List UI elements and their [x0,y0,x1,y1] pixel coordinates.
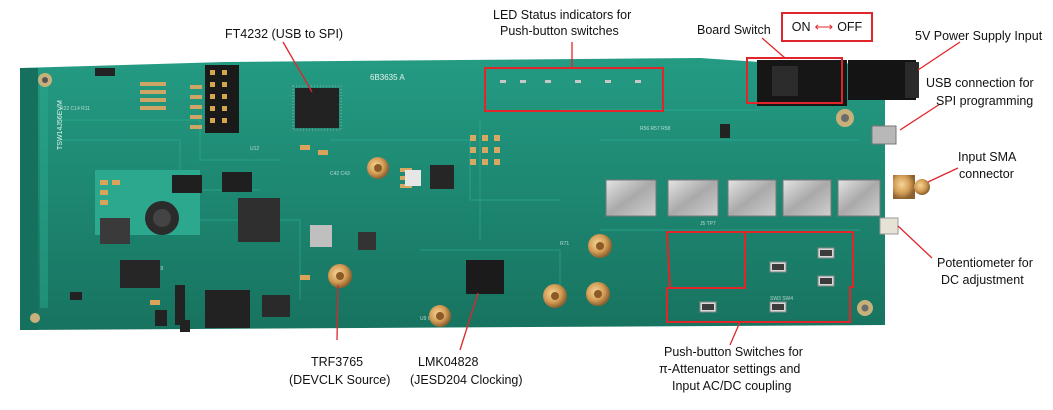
led-status-highlight [484,67,664,112]
lmk04828-label-line2: (JESD204 Clocking) [410,373,523,387]
bidirectional-arrow-icon: ⟷ [814,19,834,34]
trf3765-label-line2: (DEVCLK Source) [289,373,391,387]
switch-direction-box: ON ⟷ OFF [781,12,873,42]
power-input-label: 5V Power Supply Input [915,29,1043,43]
ft4232-chip [295,88,339,128]
board-switch-label: Board Switch [697,23,771,37]
svg-text:C42 C43: C42 C43 [330,171,350,177]
push-button-label-line1: Push-button Switches for [664,345,803,359]
trf3765-label-line1: TRF3765 [311,355,364,369]
svg-text:J5 TP7: J5 TP7 [700,221,716,227]
pot-label-line2: DC adjustment [941,273,1024,287]
push-button-label-line2: π-Attenuator settings and [659,362,801,376]
potentiometer [879,217,899,235]
lmk04828-chip [466,260,504,294]
push-button-label-line3: Input AC/DC coupling [672,379,792,393]
svg-text:TSW14J56EVM: TSW14J56EVM [57,100,64,150]
board-switch-body [757,60,847,106]
lmk04828-label-line1: LMK04828 [418,355,479,369]
power-jack [848,60,916,100]
svg-text:6B3635 A: 6B3635 A [370,73,405,82]
pot-label-line1: Potentiometer for [937,256,1033,270]
board-switch-highlight [746,57,843,104]
sma-label-line2: connector [959,167,1014,181]
sma-label-line1: Input SMA [958,150,1017,164]
svg-text:R56 R57 R58: R56 R57 R58 [640,126,671,132]
usb-label-line2: SPI programming [936,94,1034,108]
usb-connector [871,125,897,145]
svg-text:U12: U12 [250,146,259,152]
switch-off-label: OFF [837,20,863,34]
svg-text:SW3 SW4: SW3 SW4 [770,296,793,302]
svg-text:U9 C55: U9 C55 [420,316,437,322]
svg-text:R22 C14 R11: R22 C14 R11 [60,106,90,112]
switch-on-label: ON [791,20,811,34]
led-status-label-line2: Push-button switches [500,24,619,38]
svg-text:R71: R71 [560,241,569,247]
usb-label-line1: USB connection for [926,76,1034,90]
led-status-label-line1: LED Status indicators for [493,8,632,22]
ft4232-label: FT4232 (USB to SPI) [225,27,344,41]
